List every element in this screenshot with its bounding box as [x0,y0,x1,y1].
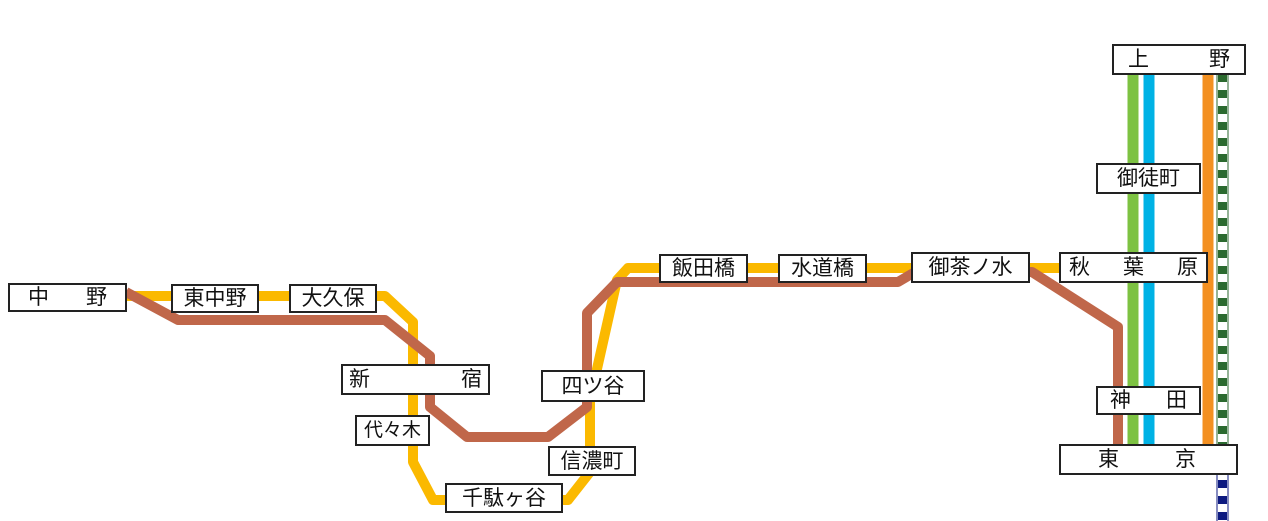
station-char: 原 [1177,255,1198,279]
station-ueno[interactable]: 上 野 [1112,44,1246,75]
station-kanda[interactable]: 神 田 [1096,386,1201,415]
station-yotsuya[interactable]: 四ツ谷 [541,370,645,402]
station-iidabashi[interactable]: 飯田橋 [659,254,748,283]
station-char: 野 [1209,47,1230,71]
station-sendagaya[interactable]: 千駄ヶ谷 [445,483,563,513]
station-char: 東 [1098,447,1119,471]
station-suidobashi[interactable]: 水道橋 [778,254,867,283]
station-higashi-nakano[interactable]: 東中野 [171,284,259,313]
chuo-sobu-line [126,263,1060,505]
station-yoyogi[interactable]: 代々木 [355,415,430,446]
station-shinjuku[interactable]: 新 宿 [341,364,490,395]
station-char: 新 [349,367,370,391]
station-char: 野 [86,285,107,309]
station-char: 秋 [1069,255,1090,279]
station-okachimachi[interactable]: 御徒町 [1096,163,1201,194]
station-char: 上 [1128,47,1149,71]
station-char: 田 [1166,388,1187,412]
station-tokyo[interactable]: 東 京 [1059,444,1238,475]
station-akihabara[interactable]: 秋 葉 原 [1059,252,1208,283]
station-nakano[interactable]: 中 野 [8,283,127,312]
station-char: 神 [1110,388,1131,412]
station-ochanomizu[interactable]: 御茶ノ水 [911,252,1030,283]
station-shinanomachi[interactable]: 信濃町 [548,446,636,476]
station-char: 宿 [461,367,482,391]
station-char: 葉 [1123,255,1144,279]
station-char: 京 [1175,447,1196,471]
station-okubo[interactable]: 大久保 [289,284,377,313]
station-char: 中 [28,285,49,309]
